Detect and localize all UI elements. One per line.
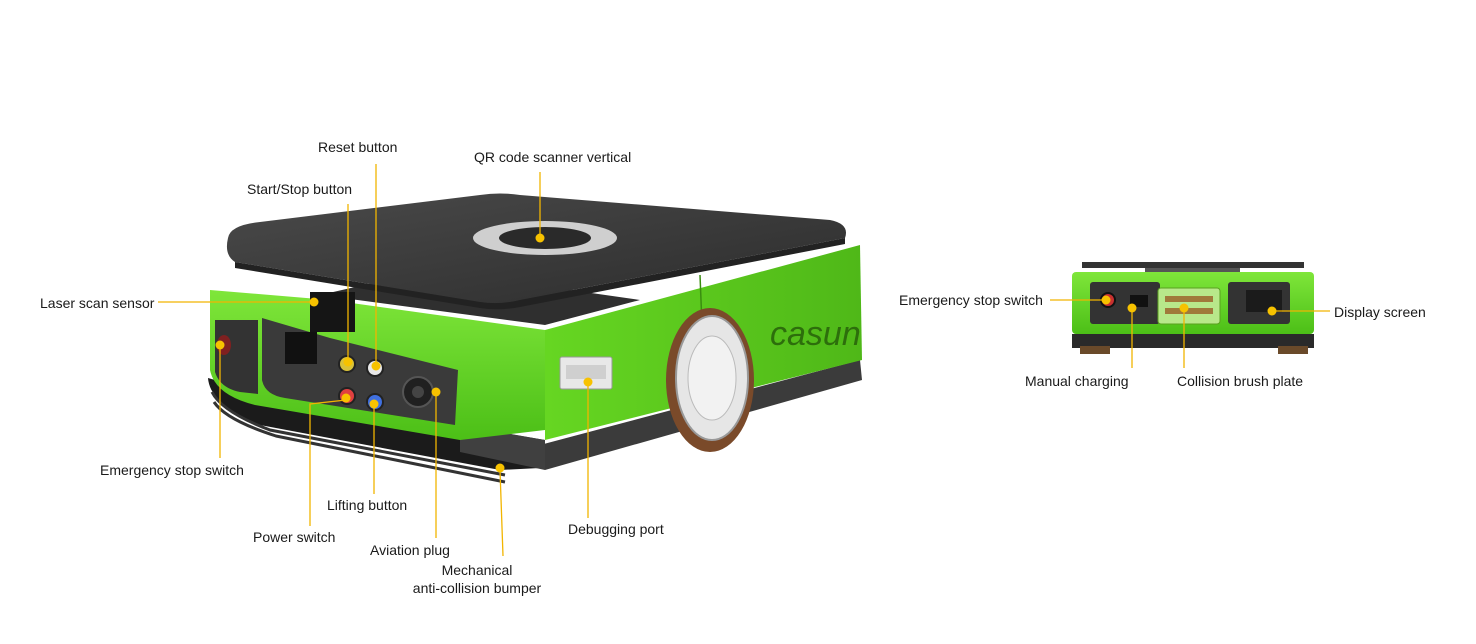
agv-rear-view bbox=[1072, 262, 1314, 354]
label-debugging-port: Debugging port bbox=[568, 521, 664, 537]
label-bumper-line2: anti-collision bumper bbox=[412, 580, 542, 596]
label-emergency-stop-right: Emergency stop switch bbox=[899, 292, 1043, 308]
label-reset-button: Reset button bbox=[318, 139, 398, 155]
collision-brush-plate-shape bbox=[1157, 287, 1221, 325]
label-display-screen: Display screen bbox=[1334, 304, 1426, 320]
label-collision-brush-plate: Collision brush plate bbox=[1177, 373, 1304, 389]
label-qr-scanner: QR code scanner vertical bbox=[474, 149, 632, 165]
label-manual-charging: Manual charging bbox=[1025, 373, 1129, 389]
label-power-switch: Power switch bbox=[253, 529, 336, 545]
callout-dots bbox=[215, 233, 1277, 473]
label-laser-scan-sensor: Laser scan sensor bbox=[40, 295, 155, 311]
brand-logo: casun bbox=[770, 315, 861, 353]
label-bumper-line1: Mechanical bbox=[441, 562, 513, 578]
label-aviation-plug: Aviation plug bbox=[370, 542, 450, 558]
label-lifting-button: Lifting button bbox=[327, 497, 408, 513]
agv-main-view: casun bbox=[208, 193, 862, 484]
label-start-stop-button: Start/Stop button bbox=[247, 181, 353, 197]
laser-sensor-window bbox=[285, 332, 317, 364]
label-emergency-stop-left: Emergency stop switch bbox=[100, 462, 244, 478]
label-mechanical-bumper: Mechanical anti-collision bumper bbox=[400, 561, 554, 597]
